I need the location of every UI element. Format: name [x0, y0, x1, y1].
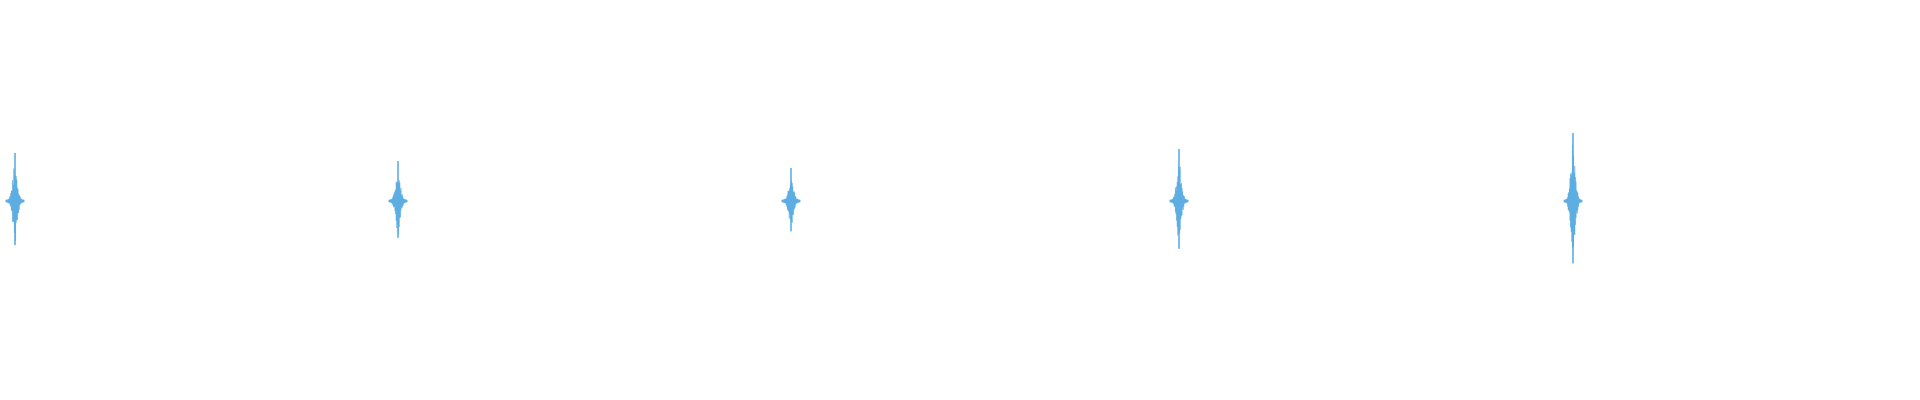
- waveform-burst: [5, 153, 25, 246]
- waveform-burst: [781, 168, 801, 232]
- waveform-node: [6, 198, 24, 204]
- waveform-node: [1564, 198, 1582, 204]
- waveform-node: [1170, 198, 1188, 204]
- waveform-burst: [1563, 133, 1583, 264]
- waveform-burst: [388, 161, 408, 238]
- waveform-node: [389, 198, 407, 204]
- waveform-burst: [1169, 149, 1189, 249]
- waveform-node: [782, 198, 800, 204]
